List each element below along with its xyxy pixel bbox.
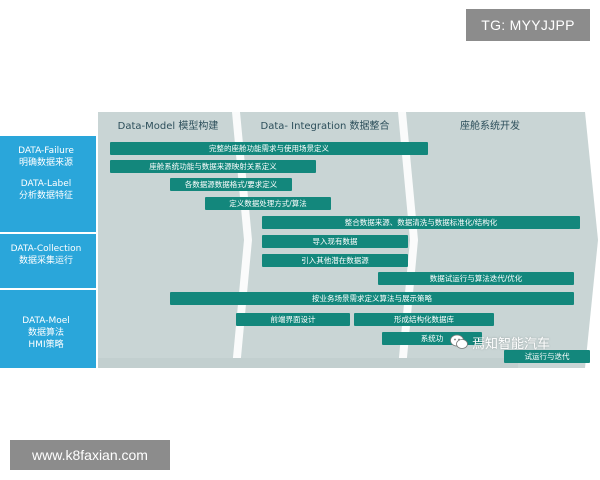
row-label-failure-cn: 明确数据来源 — [18, 158, 73, 168]
row-label-failure-en: DATA-Failure — [18, 146, 74, 156]
row-label-collection-cn: 数据采集运行 — [18, 256, 73, 266]
project-phase-diagram: Data-Model 模型构建 Data- Integration 数据整合 座… — [0, 112, 600, 368]
row-label-model: DATA-Moel 数据算法 HMI策略 — [0, 315, 92, 351]
task-bar: 导入现有数据 — [262, 235, 408, 248]
left-band-1 — [0, 136, 96, 232]
row-label-label-en: DATA-Label — [20, 179, 72, 189]
row-label-collection-en: DATA-Collection — [10, 244, 82, 254]
wechat-watermark-text: 焉知智能汽车 — [472, 336, 551, 352]
task-bar: 前端界面设计 — [236, 313, 350, 326]
row-label-label-cn: 分析数据特征 — [18, 191, 73, 201]
row-label-model-cn2: HMI策略 — [28, 340, 64, 350]
row-label-model-en: DATA-Moel — [22, 316, 70, 326]
left-band-3 — [0, 290, 96, 368]
task-bar: 形成结构化数据库 — [354, 313, 494, 326]
row-label-model-cn1: 数据算法 — [27, 328, 64, 338]
row-label-label: DATA-Label 分析数据特征 — [0, 178, 92, 202]
row-label-failure: DATA-Failure 明确数据来源 — [0, 145, 92, 169]
row-label-collection: DATA-Collection 数据采集运行 — [0, 243, 92, 267]
task-bar: 座舱系统功能与数据来源映射关系定义 — [110, 160, 316, 173]
task-bar: 数据试运行与算法迭代/优化 — [378, 272, 574, 285]
task-bar: 定义数据处理方式/算法 — [205, 197, 331, 210]
wechat-watermark: 焉知智能汽车 — [450, 333, 551, 352]
bottom-fade — [98, 358, 518, 368]
task-bar: 各数据源数据格式/要求定义 — [170, 178, 292, 191]
watermark-site: www.k8faxian.com — [10, 440, 170, 470]
left-band-2 — [0, 234, 96, 288]
task-bar: 按业务场景需求定义算法与展示策略 — [170, 292, 574, 305]
task-bar: 整合数据来源、数据清洗与数据标准化/结构化 — [262, 216, 580, 229]
task-bar: 引入其他潜在数据源 — [262, 254, 408, 267]
task-bar: 完整的座舱功能需求与使用场景定义 — [110, 142, 428, 155]
phase-label-cockpit: 座舱系统开发 — [460, 121, 520, 132]
watermark-tg: TG: MYYJJPP — [466, 9, 590, 41]
phase-label-model: Data-Model 模型构建 — [117, 121, 219, 132]
task-bar: 试运行与迭代 — [504, 350, 590, 363]
phase-label-integration: Data- Integration 数据整合 — [260, 121, 390, 132]
wechat-icon — [450, 334, 468, 349]
